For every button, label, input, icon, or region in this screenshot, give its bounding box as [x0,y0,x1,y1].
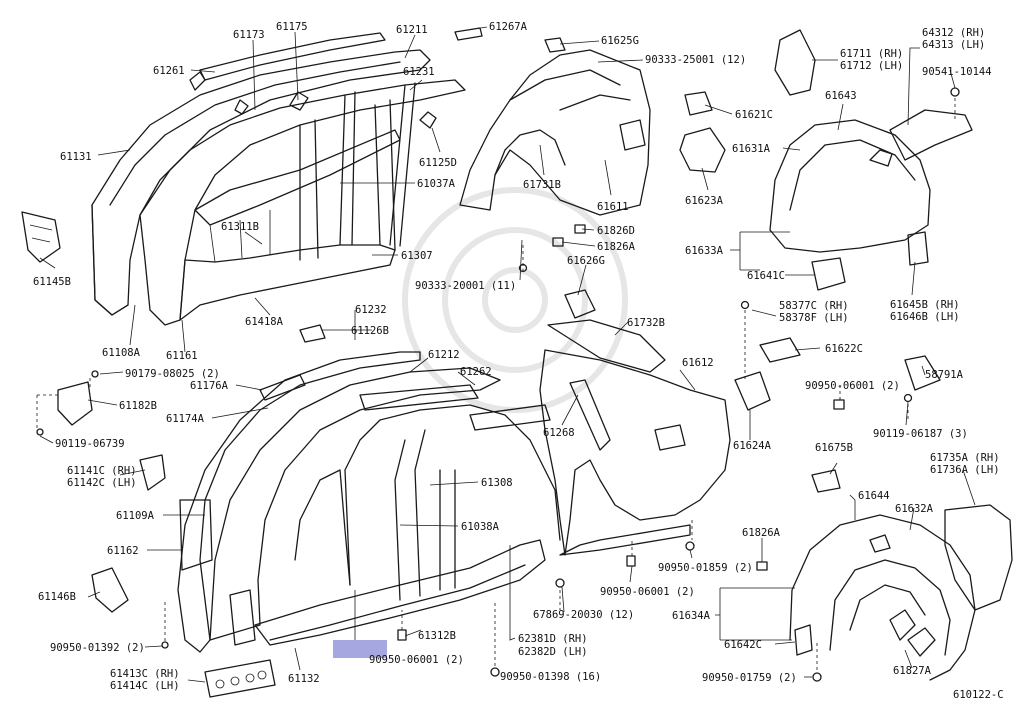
label-61308: 61308 [481,477,513,489]
label-61173: 61173 [233,29,265,41]
label-61146b: 61146B [38,591,76,603]
label-61611: 61611 [597,201,629,213]
label-61736a: 61736A (LH) [930,464,1000,476]
label-90119-06187: 90119-06187 (3) [873,428,968,440]
label-61622c: 61622C [825,343,863,355]
label-61644: 61644 [858,490,890,502]
fasteners-right-drawing [397,87,960,682]
label-61126b: 61126B [351,325,389,337]
label-61414c: 61414C (LH) [110,680,180,692]
label-61261: 61261 [153,65,185,77]
diagram-code: 610122-C [953,689,1004,701]
label-61212: 61212 [428,349,460,361]
bracket-61145b-drawing [21,211,61,263]
label-90950-01759: 90950-01759 (2) [702,672,797,684]
label-61633a: 61633A [685,245,724,257]
label-67869-20030: 67869-20030 (12) [533,609,634,621]
label-61211: 61211 [396,24,428,36]
label-61712: 61712 (LH) [840,60,903,72]
label-61826a-bottom: 61826A [742,527,781,539]
label-61131: 61131 [60,151,92,163]
label-61634a: 61634A [672,610,711,622]
label-61632a: 61632A [895,503,934,515]
label-61038a: 61038A [461,521,500,533]
label-61711: 61711 (RH) [840,48,903,60]
label-58378f: 58378F (LH) [779,312,849,324]
label-90333-20001: 90333-20001 (11) [415,280,516,292]
label-61132: 61132 [288,673,320,685]
label-61646b: 61646B (LH) [890,311,960,323]
label-61162: 61162 [107,545,139,557]
label-61231: 61231 [403,66,435,78]
label-61141c: 61141C (RH) [67,465,137,477]
label-61612: 61612 [682,357,714,369]
label-64313: 64313 (LH) [922,39,985,51]
label-61174a: 61174A [166,413,205,425]
label-90119-06739: 90119-06739 [55,438,125,450]
label-64312: 64312 (RH) [922,27,985,39]
label-61037a: 61037A [417,178,456,190]
label-61182b: 61182B [119,400,157,412]
label-61176a: 61176A [190,380,229,392]
leader-lines [36,26,976,683]
label-90950-01398: 90950-01398 (16) [500,671,601,683]
label-61262: 61262 [460,366,492,378]
label-90950-06001-mid: 90950-06001 (2) [600,586,695,598]
part-labels: 61261 61173 61175 61211 61267A 61625G 90… [33,21,1004,701]
label-61827a: 61827A [893,665,932,677]
lower-wheelhouse-drawing [789,504,1013,681]
label-90333-25001: 90333-25001 (12) [645,54,746,66]
label-61142c: 61142C (LH) [67,477,137,489]
lower-side-outer-panel-drawing [177,324,561,653]
label-61109a: 61109A [116,510,155,522]
label-90950-01859: 90950-01859 (2) [658,562,753,574]
watermark-emblem [402,187,628,413]
label-61826a-top: 61826A [597,241,636,253]
label-61311b: 61311B [221,221,259,233]
label-61307: 61307 [401,250,433,262]
lower-quarter-panel-drawing [539,319,941,556]
label-90541-10144: 90541-10144 [922,66,992,78]
label-61145b: 61145B [33,276,71,288]
label-61413c: 61413C (RH) [110,668,180,680]
upper-side-frame-drawing [91,32,466,326]
label-61641c: 61641C [747,270,785,282]
label-61626g: 61626G [567,255,605,267]
label-61731b: 61731B [523,179,561,191]
label-90950-06001-right: 90950-06001 (2) [805,380,900,392]
label-62382d: 62382D (LH) [518,646,588,658]
label-61645b: 61645B (RH) [890,299,960,311]
label-62381d: 62381D (RH) [518,633,588,645]
upper-quarter-panel-drawing [454,27,651,216]
label-61642c: 61642C [724,639,762,651]
label-61175: 61175 [276,21,308,33]
label-61625g: 61625G [601,35,639,47]
upper-wheelhouse-drawing [679,29,973,291]
label-61732b: 61732B [627,317,665,329]
label-90950-01392: 90950-01392 (2) [50,642,145,654]
label-61312b: 61312B [418,630,456,642]
label-61643: 61643 [825,90,857,102]
label-61125d: 61125D [419,157,457,169]
label-61621c: 61621C [735,109,773,121]
label-61675b: 61675B [815,442,853,454]
label-61161: 61161 [166,350,198,362]
label-61735a: 61735A (RH) [930,452,1000,464]
highlight-box [333,640,387,658]
label-61631a: 61631A [732,143,771,155]
label-58377c: 58377C (RH) [779,300,849,312]
label-61624a: 61624A [733,440,772,452]
label-90179-08025: 90179-08025 (2) [125,368,220,380]
label-61826d: 61826D [597,225,635,237]
label-58791a: 58791A [925,369,964,381]
label-61267a: 61267A [489,21,528,33]
label-90950-06001-bottom: 90950-06001 (2) [369,654,464,666]
label-61623a: 61623A [685,195,724,207]
label-61418a: 61418A [245,316,284,328]
label-61232: 61232 [355,304,387,316]
label-61268: 61268 [543,427,575,439]
label-61108a: 61108A [102,347,141,359]
